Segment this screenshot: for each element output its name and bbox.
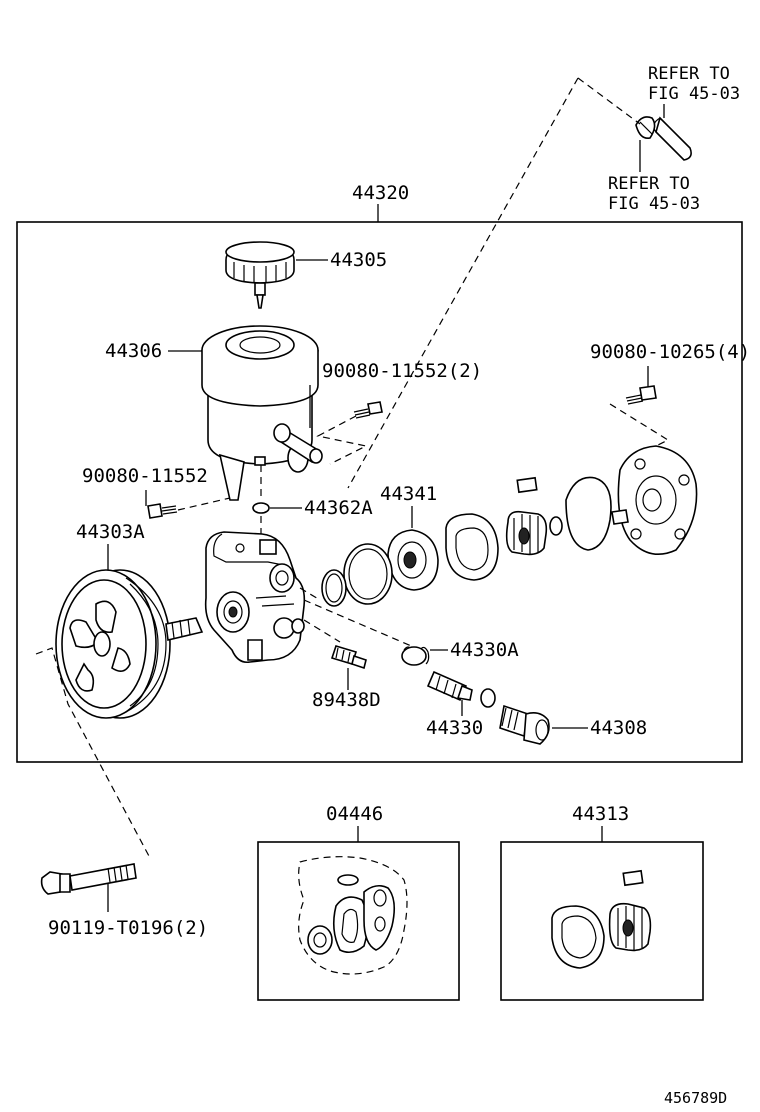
dashed-line-reservoir-to-hose	[347, 77, 579, 489]
reservoir-bolt-pair-part-number: 90080-11552(2)	[322, 360, 482, 382]
reservoir-bolt-drawing	[353, 401, 383, 419]
pulley-drawing	[55, 569, 204, 719]
bracket-bolt-drawing	[147, 503, 178, 519]
cam-ring-drawing	[445, 513, 499, 581]
cartridge-kit-drawing	[551, 869, 652, 969]
dashed-line-bolt-to-reservoir	[316, 415, 368, 465]
large-o-ring-drawing	[343, 543, 393, 605]
bracket-bolt-part-number: 90080-11552	[82, 465, 208, 487]
fitting-part-number: 44308	[590, 717, 647, 739]
pin-drawing	[516, 476, 538, 494]
reservoir-drawing	[201, 325, 323, 501]
pulley-bolt-drawing	[40, 863, 137, 895]
dashed-line-pulley-to-bolt	[35, 647, 151, 859]
cartridge-kit-part-number: 44313	[572, 803, 629, 825]
valve-part-number: 44330	[426, 717, 483, 739]
bearing-part-number: 44341	[380, 483, 437, 505]
pressure-switch-drawing	[330, 645, 367, 670]
reservoir-cap-drawing	[225, 241, 295, 309]
union-fitting-drawing	[499, 704, 550, 745]
reservoir-part-number: 44306	[105, 340, 162, 362]
refer-to-label-bottom-line2: FIG 45-03	[608, 194, 700, 214]
cartridge-kit-box	[500, 841, 704, 1001]
rotor-drawing	[505, 510, 548, 556]
flow-control-valve-drawing	[426, 670, 473, 702]
spring-drawing	[401, 646, 430, 666]
bearing-plate-drawing	[387, 529, 439, 591]
pressure-switch-part-number: 89438D	[312, 689, 381, 711]
dashed-line-to-hose	[577, 77, 641, 125]
rear-cover-drawing	[611, 445, 698, 556]
refer-to-label-top-line2: FIG 45-03	[648, 84, 740, 104]
assembly-box	[16, 221, 743, 763]
small-o-ring-drawing	[549, 516, 563, 536]
dashed-line-cover-bolt	[609, 403, 670, 449]
gasket-kit-part-number: 04446	[326, 803, 383, 825]
hose-end-drawing	[635, 104, 692, 172]
reservoir-o-ring-part-number: 44362A	[304, 497, 373, 519]
cover-bolt-drawing	[625, 385, 657, 405]
gasket-kit-box	[257, 841, 460, 1001]
pump-body-drawing	[204, 531, 306, 664]
refer-to-label-bottom-line1: REFER TO	[608, 174, 690, 194]
assembly-part-number: 44320	[352, 182, 409, 204]
figure-code: 456789D	[664, 1089, 727, 1107]
pulley-bolt-part-number: 90119-T0196(2)	[48, 917, 208, 939]
valve-o-ring-drawing	[480, 688, 496, 708]
refer-to-label-top-line1: REFER TO	[648, 64, 730, 84]
cover-bolt-part-number: 90080-10265(4)	[590, 341, 750, 363]
pulley-part-number: 44303A	[76, 521, 145, 543]
spring-part-number: 44330A	[450, 639, 519, 661]
reservoir-o-ring-drawing	[252, 502, 270, 514]
cover-gasket-drawing	[565, 476, 612, 551]
cap-part-number: 44305	[330, 249, 387, 271]
gasket-kit-drawing	[298, 856, 408, 975]
